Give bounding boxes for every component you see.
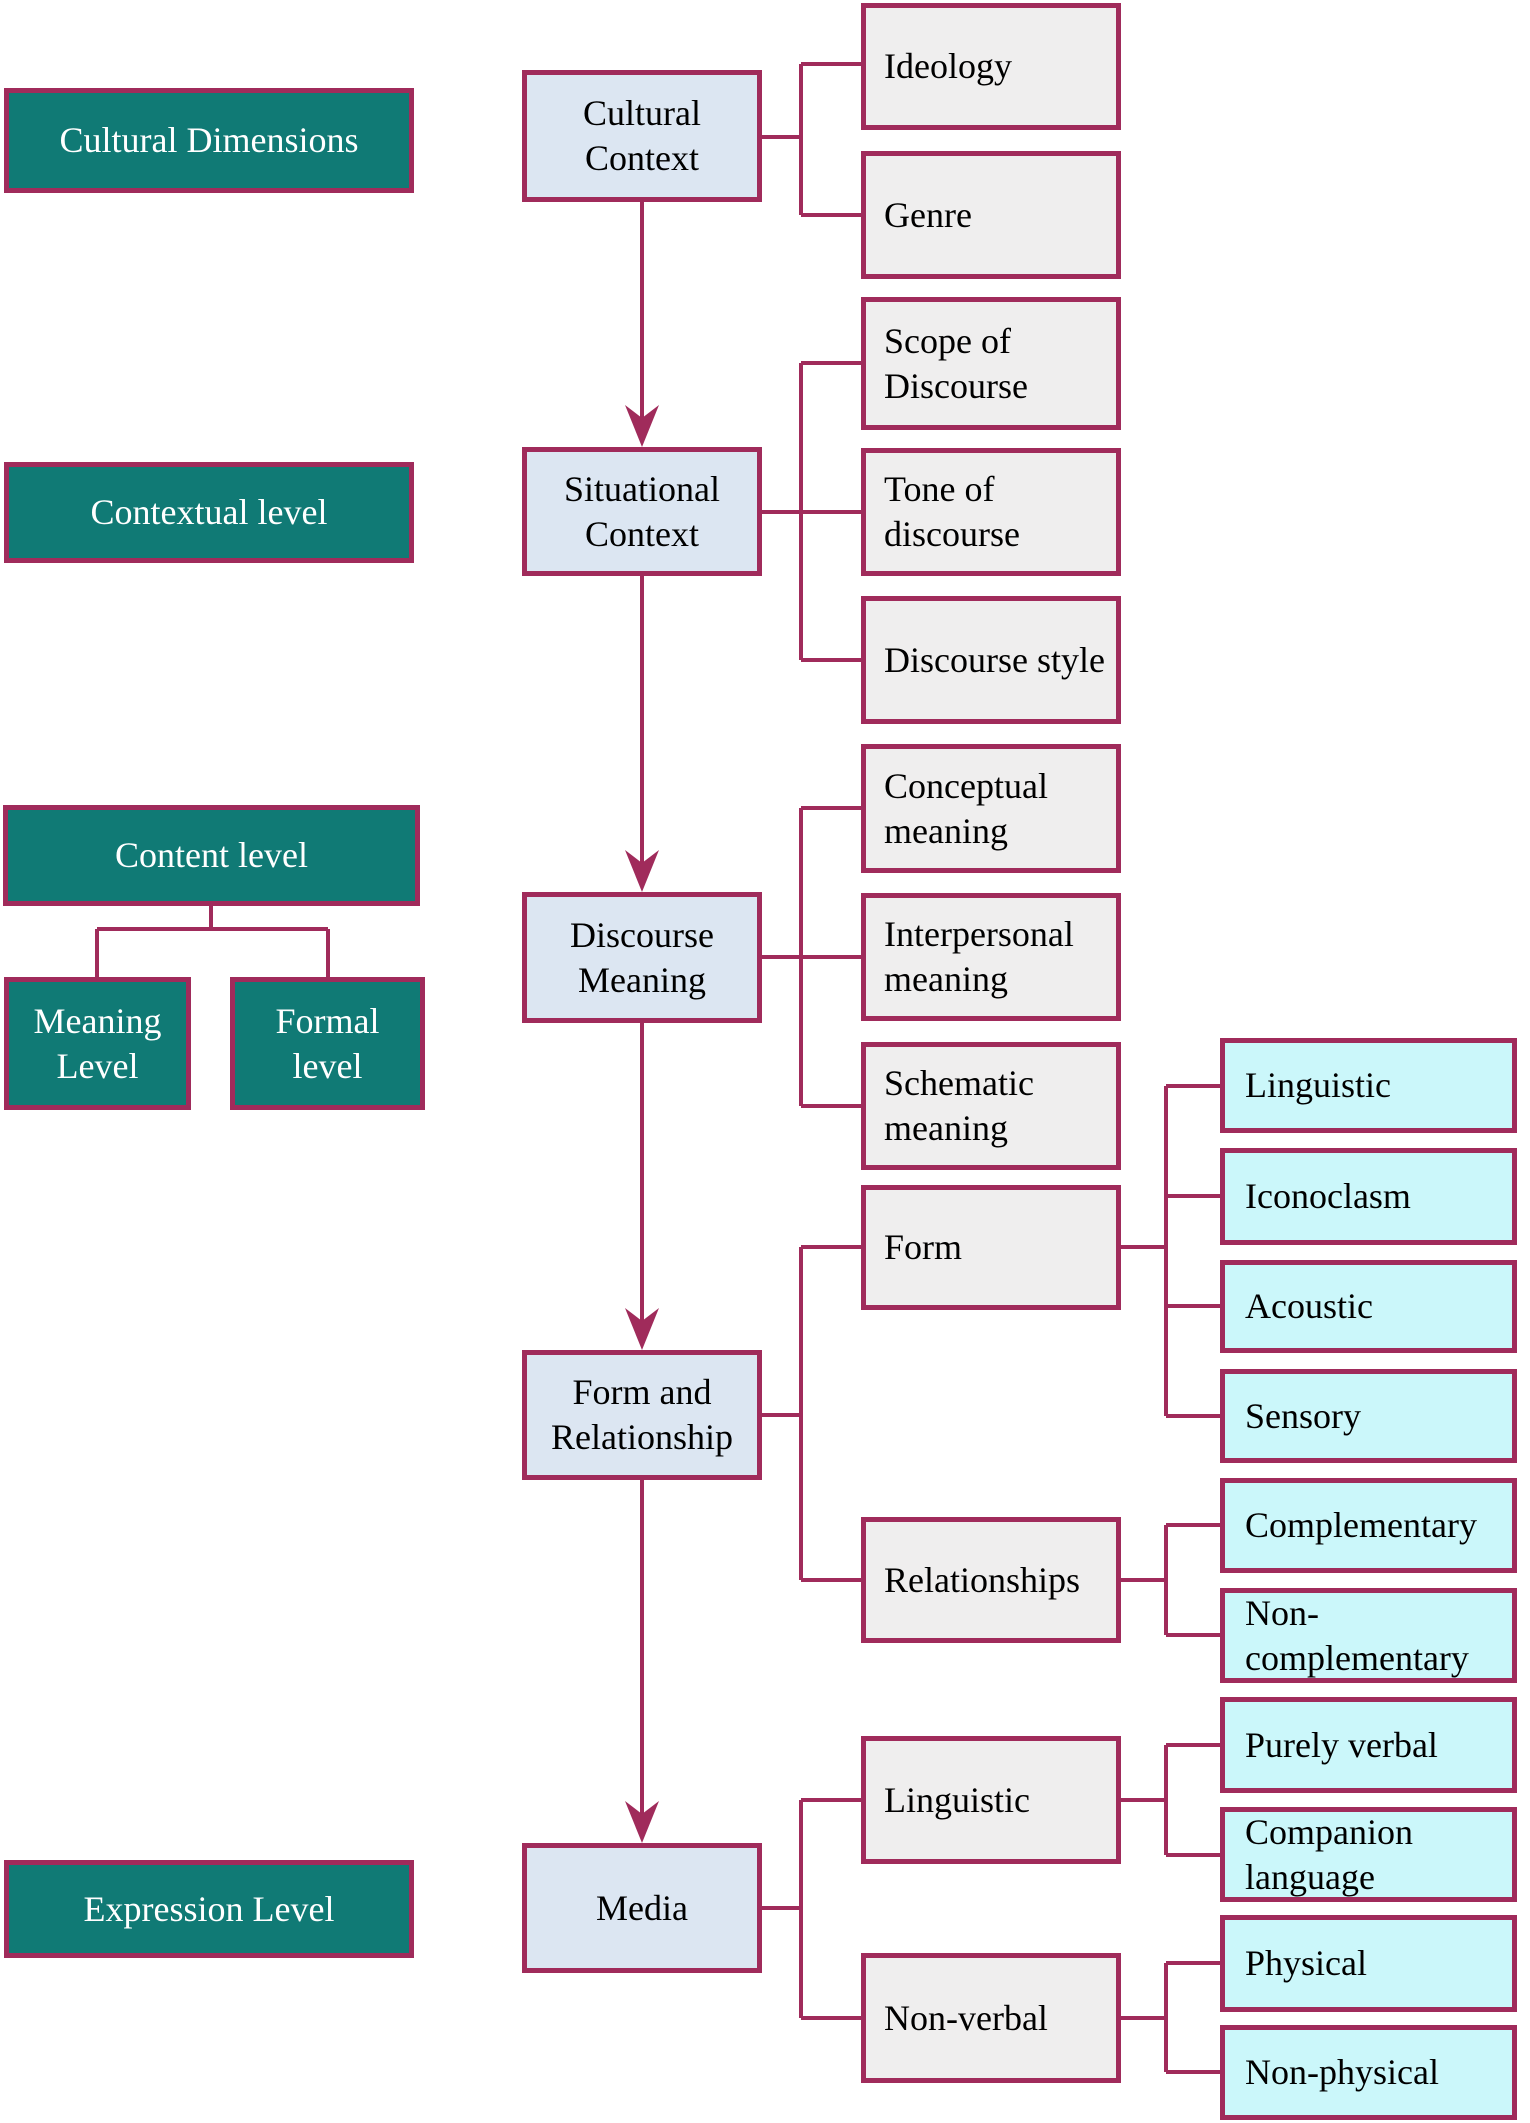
- connector-form-children: [1121, 1084, 1220, 1418]
- node-sensory: Sensory: [1220, 1369, 1517, 1463]
- node-situational-context: Situational Context: [522, 447, 762, 576]
- node-non-verbal: Non-verbal: [861, 1953, 1121, 2083]
- node-discourse-meaning: Discourse Meaning: [522, 892, 762, 1023]
- node-ideology: Ideology: [861, 3, 1121, 130]
- node-formal-level: Formal level: [230, 977, 425, 1110]
- node-iconoclasm: Iconoclasm: [1220, 1148, 1517, 1245]
- connector-discourse-meaning-children: [758, 806, 861, 1108]
- chain-arrows: [625, 202, 659, 1843]
- connector-content-level-children: [95, 906, 330, 980]
- connector-media-children: [758, 1798, 861, 2020]
- node-interpersonal-meaning: Interpersonal meaning: [861, 893, 1121, 1021]
- node-form-and-relationship: Form and Relationship: [522, 1350, 762, 1480]
- node-tone-of-discourse: Tone of discourse: [861, 448, 1121, 576]
- node-content-level: Content level: [3, 805, 420, 906]
- node-purely-verbal: Purely verbal: [1220, 1697, 1517, 1793]
- node-linguistic-leaf: Linguistic: [1220, 1038, 1517, 1133]
- node-non-physical: Non-physical: [1220, 2025, 1517, 2120]
- connector-non-verbal-children: [1121, 1961, 1220, 2074]
- node-media: Media: [522, 1843, 762, 1973]
- node-contextual-level: Contextual level: [4, 462, 414, 563]
- node-cultural-dimensions: Cultural Dimensions: [4, 88, 414, 193]
- node-complementary: Complementary: [1220, 1478, 1517, 1573]
- connector-cultural-context-children: [758, 62, 861, 217]
- connector-form-relationship-children: [758, 1245, 861, 1582]
- node-conceptual-meaning: Conceptual meaning: [861, 744, 1121, 873]
- node-companion-language: Companion language: [1220, 1807, 1517, 1902]
- node-acoustic: Acoustic: [1220, 1260, 1517, 1353]
- connector-relationships-children: [1121, 1523, 1220, 1637]
- node-form: Form: [861, 1185, 1121, 1310]
- node-discourse-style: Discourse style: [861, 596, 1121, 724]
- connector-linguistic-children: [1121, 1743, 1220, 1857]
- node-physical: Physical: [1220, 1915, 1517, 2012]
- connector-situational-context-children: [758, 361, 861, 662]
- node-expression-level: Expression Level: [4, 1860, 414, 1958]
- node-relationships: Relationships: [861, 1517, 1121, 1643]
- node-meaning-level: Meaning Level: [4, 977, 191, 1110]
- node-genre: Genre: [861, 151, 1121, 279]
- node-schematic-meaning: Schematic meaning: [861, 1042, 1121, 1170]
- node-non-complementary: Non-complementary: [1220, 1588, 1517, 1683]
- node-linguistic-branch: Linguistic: [861, 1736, 1121, 1864]
- node-scope-of-discourse: Scope of Discourse: [861, 297, 1121, 430]
- node-cultural-context: Cultural Context: [522, 70, 762, 202]
